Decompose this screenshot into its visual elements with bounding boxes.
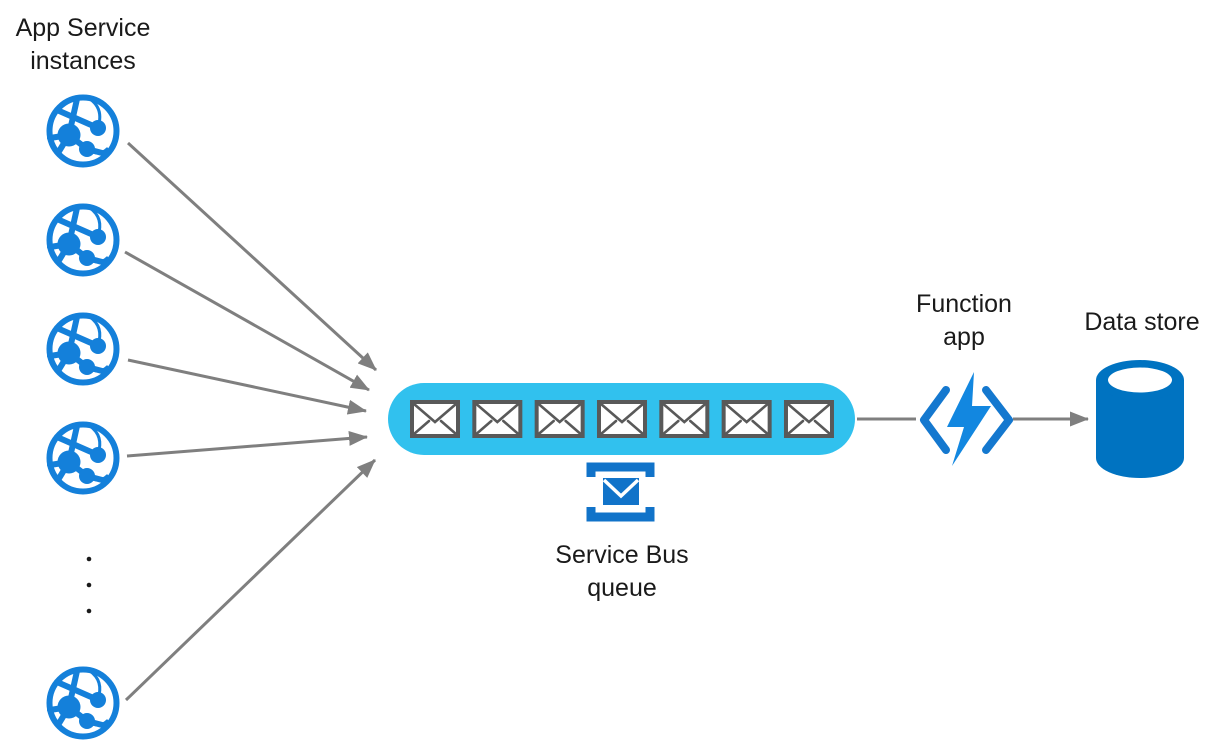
app-service-icon — [50, 207, 117, 274]
arrow-instance-4-to-queue — [126, 430, 368, 458]
message-envelope-icon — [472, 400, 523, 438]
message-envelope-icon — [783, 400, 834, 438]
function-app-label: Function app — [916, 290, 1012, 351]
queue-message-envelopes — [410, 400, 834, 438]
app-service-icon — [50, 425, 117, 492]
function-app-icon — [920, 372, 1013, 466]
arrow-instance-3-to-queue — [127, 358, 367, 415]
app-service-icon — [50, 98, 117, 165]
app-service-icon — [50, 670, 117, 737]
message-envelope-icon — [721, 400, 772, 438]
ellipsis-dot — [86, 556, 92, 562]
data-store-icon — [1096, 360, 1184, 478]
arrow-instance-2-to-queue — [124, 250, 370, 392]
more-instances-ellipsis — [86, 556, 92, 614]
app-service-instances-label: App Service instances — [15, 14, 151, 75]
service-bus-queue-label: Service Bus queue — [555, 541, 689, 602]
service-bus-queue-icon — [586, 462, 655, 522]
data-store-label: Data store — [1084, 308, 1200, 336]
ellipsis-dot — [86, 582, 92, 588]
app-service-icon — [50, 316, 117, 383]
app-service-instances-group — [50, 98, 117, 737]
ellipsis-dot — [86, 608, 92, 614]
message-envelope-icon — [659, 400, 710, 438]
message-envelope-icon — [534, 400, 585, 438]
arrow-instance-n-to-queue — [124, 458, 377, 702]
app-service-to-queue-arrows — [124, 141, 378, 702]
arrow-instance-1-to-queue — [126, 141, 378, 372]
message-envelope-icon — [596, 400, 647, 438]
message-envelope-icon — [410, 400, 460, 438]
